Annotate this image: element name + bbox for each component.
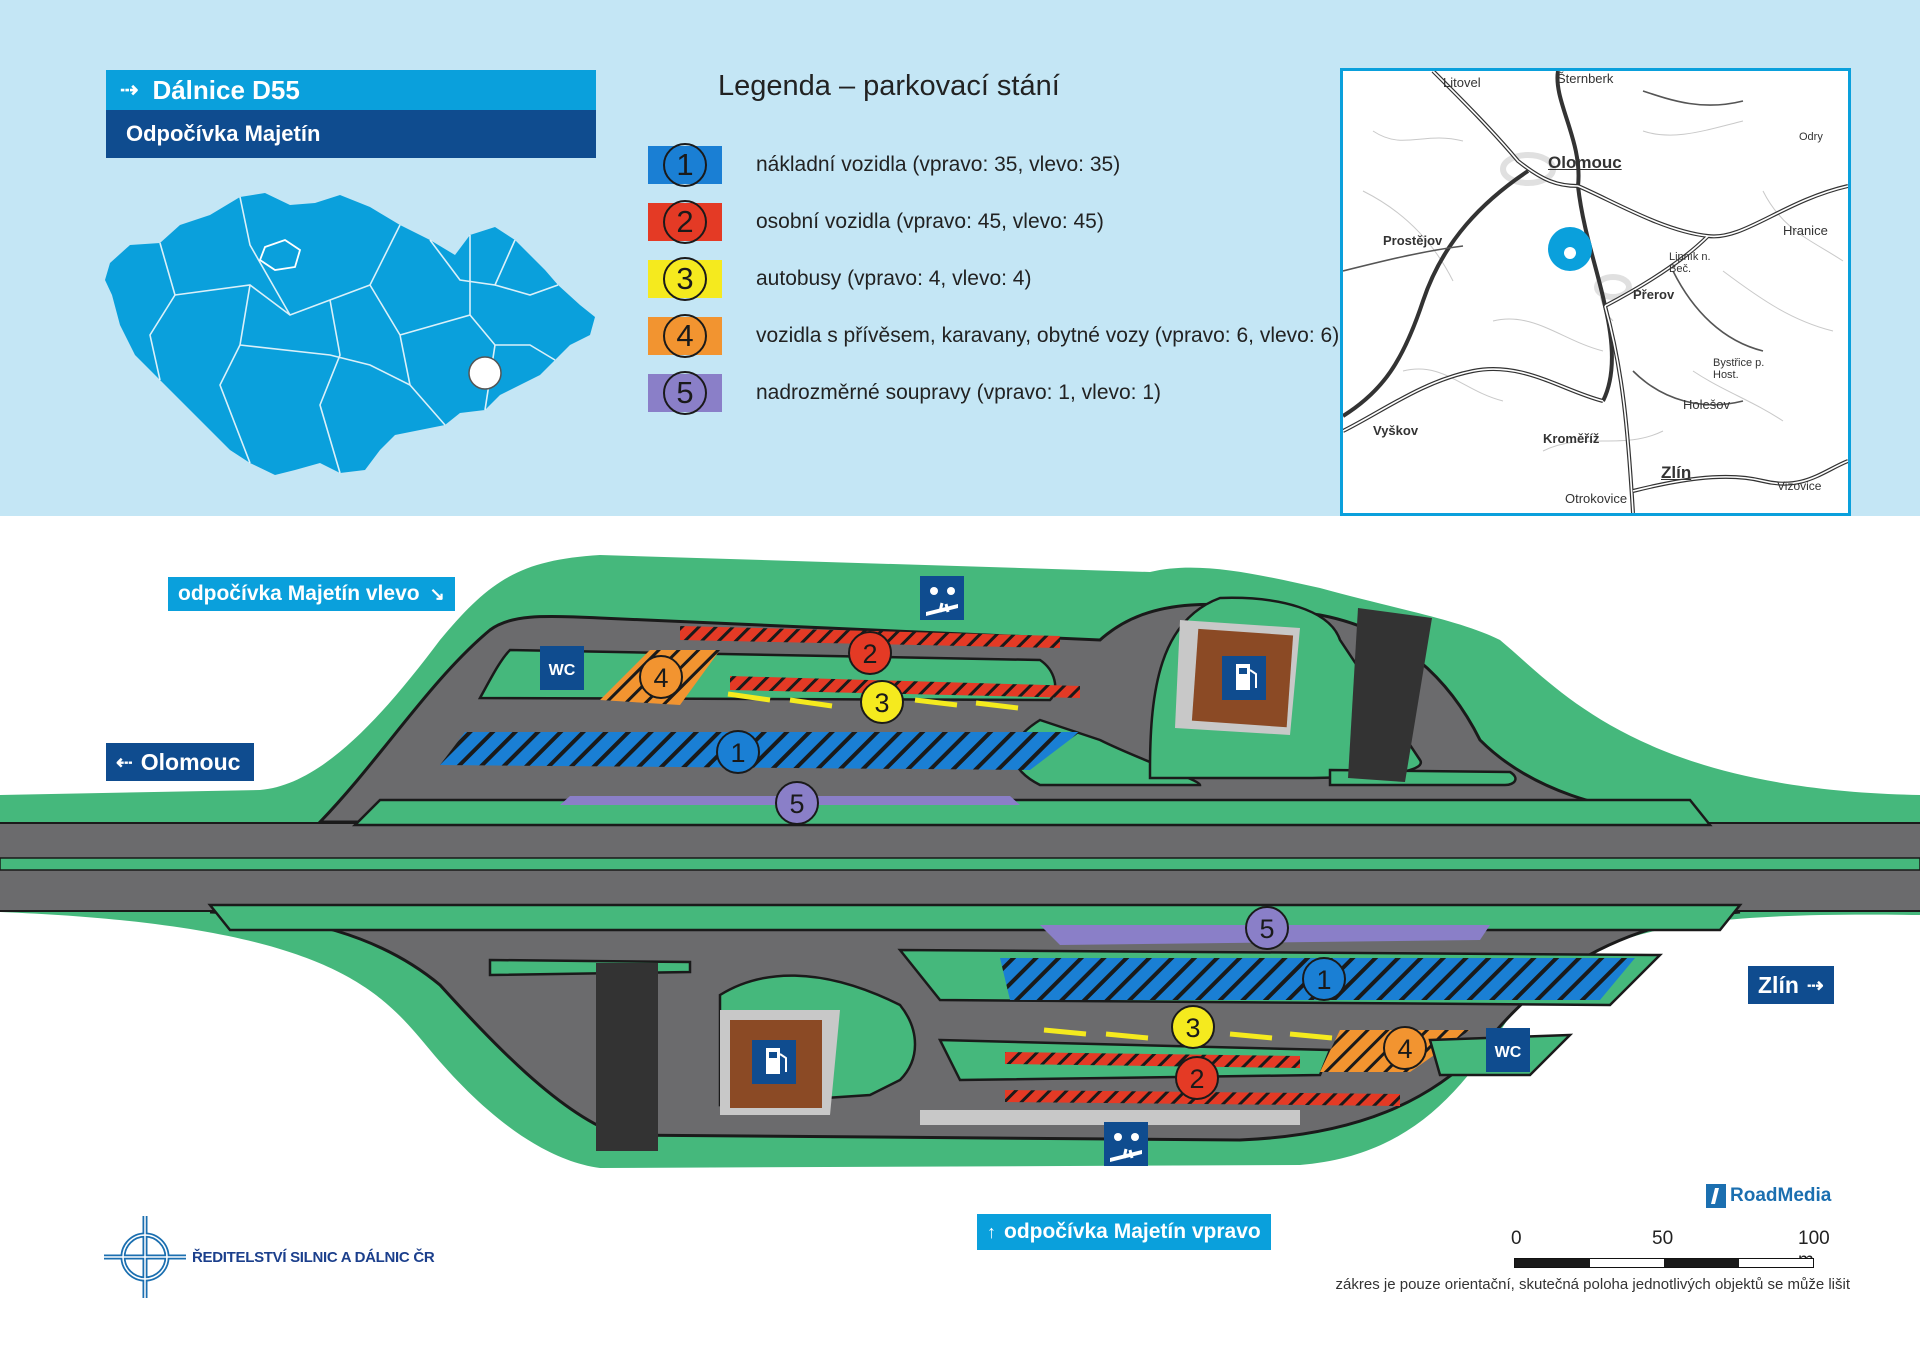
scale-bar: 0 50 100 m [1511, 1228, 1830, 1271]
plan-marker-south-1: 1 [1302, 957, 1346, 1001]
marker-number: 2 [1189, 1064, 1204, 1094]
sign-direction-zlin: Zlín ⇢ [1748, 966, 1834, 1004]
legend-item-oversize: 5 nadrozměrné soupravy (vpravo: 1, vlevo… [648, 371, 1162, 415]
city-label: Přerov [1633, 287, 1675, 302]
marker-number: 3 [874, 688, 889, 718]
arrow-right-icon: ⇢ [1806, 974, 1824, 997]
legend-chip-2: 2 [648, 200, 722, 244]
plan-marker-south-5: 5 [1245, 906, 1289, 950]
arrow-down-right-icon: ↘ [429, 583, 445, 604]
sign-right-rest-area: ↑ odpočívka Majetín vpravo [977, 1214, 1271, 1250]
roadmedia-mark-icon [1706, 1184, 1726, 1208]
legend-item-buses: 3 autobusy (vpravo: 4, vlevo: 4) [648, 257, 1032, 301]
wc-icon: WC [1486, 1028, 1530, 1072]
marker-number: 1 [1316, 965, 1331, 995]
roadmedia-text: RoadMedia [1730, 1185, 1832, 1206]
city-label: Hranice [1783, 223, 1828, 238]
city-label: Kroměříž [1543, 431, 1600, 446]
plan-marker-north-3: 3 [860, 680, 904, 724]
city-label: Prostějov [1383, 233, 1443, 248]
city-label: Šternberk [1557, 71, 1614, 86]
marker-number: 2 [862, 639, 877, 669]
legend-num: 2 [663, 200, 707, 244]
roadmedia-logo: RoadMedia [1706, 1184, 1831, 1208]
city-label: Lipník n. Beč. [1669, 251, 1711, 275]
rest-area-title: Odpočívka Majetín [106, 110, 596, 158]
plan-marker-north-2: 2 [848, 631, 892, 675]
legend-num: 1 [663, 143, 707, 187]
highway-title: ⇢ Dálnice D55 [106, 70, 596, 110]
inset-region-map: Litovel Šternberk Olomouc Odry Prostějov… [1340, 68, 1851, 516]
city-label: Zlín [1661, 463, 1692, 482]
plan-marker-south-2: 2 [1175, 1056, 1219, 1100]
legend-item-trucks: 1 nákladní vozidla (vpravo: 35, vlevo: 3… [648, 143, 1121, 187]
legend-chip-5: 5 [648, 371, 722, 415]
sign-left-rest-area-text: odpočívka Majetín vlevo [178, 582, 420, 605]
legend-text: vozidla s přívěsem, karavany, obytné voz… [756, 324, 1340, 347]
plan-marker-north-1: 1 [716, 730, 760, 774]
legend-chip-4: 4 [648, 314, 722, 358]
wc-icon: WC [540, 646, 584, 690]
highway-title-text: Dálnice D55 [152, 74, 300, 105]
city-label: Otrokovice [1565, 491, 1628, 506]
marker-number: 3 [1185, 1013, 1200, 1043]
sign-direction-olomouc-text: Olomouc [140, 748, 241, 775]
arrow-left-icon: ⇠ [116, 751, 133, 774]
marker-number: 4 [1397, 1034, 1412, 1064]
city-label: Odry [1799, 131, 1823, 143]
title-box: ⇢ Dálnice D55 Odpočívka Majetín [106, 70, 596, 158]
wc-label: WC [1495, 1044, 1522, 1061]
inset-roads [1343, 71, 1848, 513]
scale-label-50: 50 [1652, 1228, 1674, 1249]
city-label: Olomouc [1548, 153, 1622, 172]
marker-number: 4 [653, 663, 668, 693]
plan-marker-north-4: 4 [639, 655, 683, 699]
legend-text: osobní vozidla (vpravo: 45, vlevo: 45) [756, 210, 1104, 233]
playground-icon [920, 576, 964, 620]
legend-text: nákladní vozidla (vpravo: 35, vlevo: 35) [756, 153, 1121, 176]
legend-chip-1: 1 [648, 143, 722, 187]
fuel-pump-icon [752, 1040, 796, 1084]
sign-right-rest-area-text: odpočívka Majetín vpravo [1004, 1220, 1261, 1243]
playground-icon [1104, 1122, 1148, 1166]
arrow-right-icon: ⇢ [120, 77, 139, 102]
legend-item-cars: 2 osobní vozidla (vpravo: 45, vlevo: 45) [648, 200, 1104, 244]
disclaimer-note: zákres je pouze orientační, skutečná pol… [1335, 1276, 1850, 1293]
city-label: Vizovice [1777, 479, 1822, 493]
rsd-logo: ŘEDITELSTVÍ SILNIC A DÁLNIC ČR [104, 1216, 435, 1298]
marker-number: 5 [789, 789, 804, 819]
legend-title: Legenda – parkovací stání [718, 70, 1060, 102]
legend-chip-3: 3 [648, 257, 722, 301]
legend-num: 5 [663, 371, 707, 415]
sign-direction-olomouc: ⇠ Olomouc [106, 743, 255, 781]
interchange-logo-icon [104, 1216, 186, 1298]
czech-republic-map [105, 193, 595, 475]
plan-marker-south-4: 4 [1383, 1026, 1427, 1070]
legend-text: autobusy (vpravo: 4, vlevo: 4) [756, 267, 1032, 290]
fuel-pump-icon [1222, 656, 1266, 700]
legend-text: nadrozměrné soupravy (vpravo: 1, vlevo: … [756, 381, 1162, 404]
sign-left-rest-area: odpočívka Majetín vlevo ↘ [168, 577, 455, 611]
city-label: Vyškov [1373, 423, 1419, 438]
plan-marker-north-5: 5 [775, 781, 819, 825]
scale-graduated-bar [1514, 1258, 1814, 1268]
agency-name: ŘEDITELSTVÍ SILNIC A DÁLNIC ČR [192, 1248, 435, 1266]
city-label: Holešov [1683, 397, 1730, 412]
legend-num: 4 [663, 314, 707, 358]
city-label: Litovel [1443, 75, 1481, 90]
legend-item-trailers: 4 vozidla s přívěsem, karavany, obytné v… [648, 314, 1340, 358]
scale-label-0: 0 [1511, 1228, 1522, 1249]
sign-direction-zlin-text: Zlín [1758, 971, 1799, 998]
rest-area-plan: 1 2 3 4 5 1 2 3 4 5 WC WC [0, 555, 1920, 1168]
marker-number: 5 [1259, 914, 1274, 944]
city-label: Bystřice p. Host. [1713, 357, 1765, 381]
arrow-up-icon: ↑ [987, 1221, 996, 1242]
marker-number: 1 [730, 738, 745, 768]
legend-num: 3 [663, 257, 707, 301]
plan-marker-south-3: 3 [1171, 1005, 1215, 1049]
wc-label: WC [549, 662, 576, 679]
